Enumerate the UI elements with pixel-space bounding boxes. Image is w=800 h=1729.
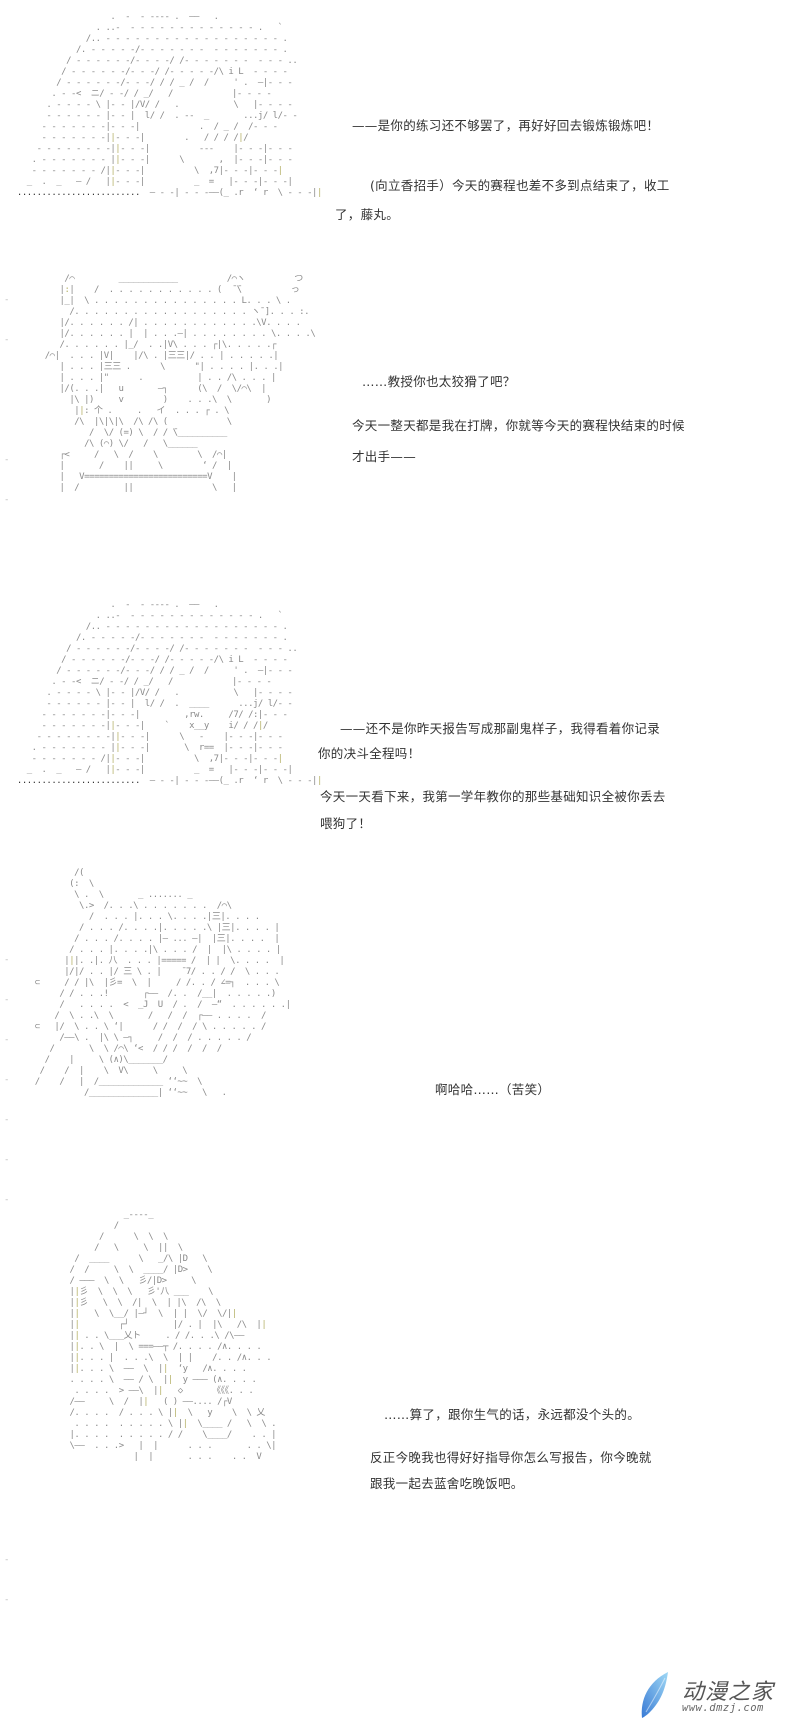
ascii-art-short-hair-character: /( (: \ \ . \ _ ....... _ \.> /. . .\ . …	[34, 868, 291, 1098]
dialogue-line: 今天一整天都是我在打牌，你就等今天的赛程快结束的时候	[352, 418, 685, 433]
dialogue-line: 喂狗了！	[320, 816, 372, 831]
ascii-art-twin-bun-character: /⌒ ____________ /⌒ヽ つ |:| / . . . . . . …	[44, 274, 316, 493]
margin-marks: - -	[4, 1555, 10, 1605]
panel-5: - - _----_ / / \ \ \ / \ \ || \ / ____ \…	[0, 1200, 800, 1670]
dialogue-line: 啊哈哈……（苦笑）	[435, 1082, 551, 1097]
margin-marks: - - - - - - -	[4, 955, 10, 1205]
ascii-art-hooded-character: . - - ---- . —— . . ..- - - - - - - - - …	[16, 12, 322, 198]
dialogue-line: ——还不是你昨天报告写成那副鬼样子，我得看着你记录	[340, 721, 661, 736]
dialogue-line: ……算了，跟你生气的话，永远都没个头的。	[384, 1407, 641, 1422]
dialogue-line: 反正今晚我也得好好指导你怎么写报告，你今晚就	[370, 1450, 652, 1465]
ascii-art-long-hair-character: _----_ / / \ \ \ / \ \ || \ / ____ \ _/\…	[69, 1210, 277, 1462]
dialogue-line: 今天一天看下来，我第一学年教你的那些基础知识全被你丢去	[320, 789, 666, 804]
dialogue-line: ……教授你也太狡猾了吧？	[362, 374, 516, 389]
watermark-name: 动漫之家	[682, 1680, 775, 1705]
dialogue-line: 了，藤丸。	[335, 207, 400, 222]
panel-4: - - - - - - - /( (: \ \ . \ _ ....... _ …	[0, 860, 800, 1205]
panel-1: . - - ---- . —— . . ..- - - - - - - - - …	[0, 0, 800, 250]
panel-2: - - - - /⌒ ____________ /⌒ヽ つ |:| / . . …	[0, 260, 800, 580]
watermark-url: www.dmzj.com	[682, 1702, 764, 1714]
dialogue-line: ——是你的练习还不够罢了，再好好回去锻炼锻炼吧！	[352, 118, 660, 133]
dialogue-line: 你的决斗全程吗！	[318, 746, 421, 761]
dialogue-line: 跟我一起去蓝舍吃晚饭吧。	[370, 1476, 524, 1491]
dialogue-line: 才出手——	[352, 449, 417, 464]
margin-marks: - - - -	[4, 295, 10, 505]
panel-3: . - - ---- . —— . . ..- - - - - - - - - …	[0, 590, 800, 831]
dmzj-watermark: 动漫之家 www.dmzj.com	[632, 1668, 792, 1724]
dialogue-line: (向立香招手）今天的赛程也差不多到点结束了，收工	[370, 178, 670, 193]
ascii-art-hooded-character: . - - ---- . —— . . ..- - - - - - - - - …	[16, 600, 322, 786]
feather-logo-icon	[641, 1672, 668, 1718]
